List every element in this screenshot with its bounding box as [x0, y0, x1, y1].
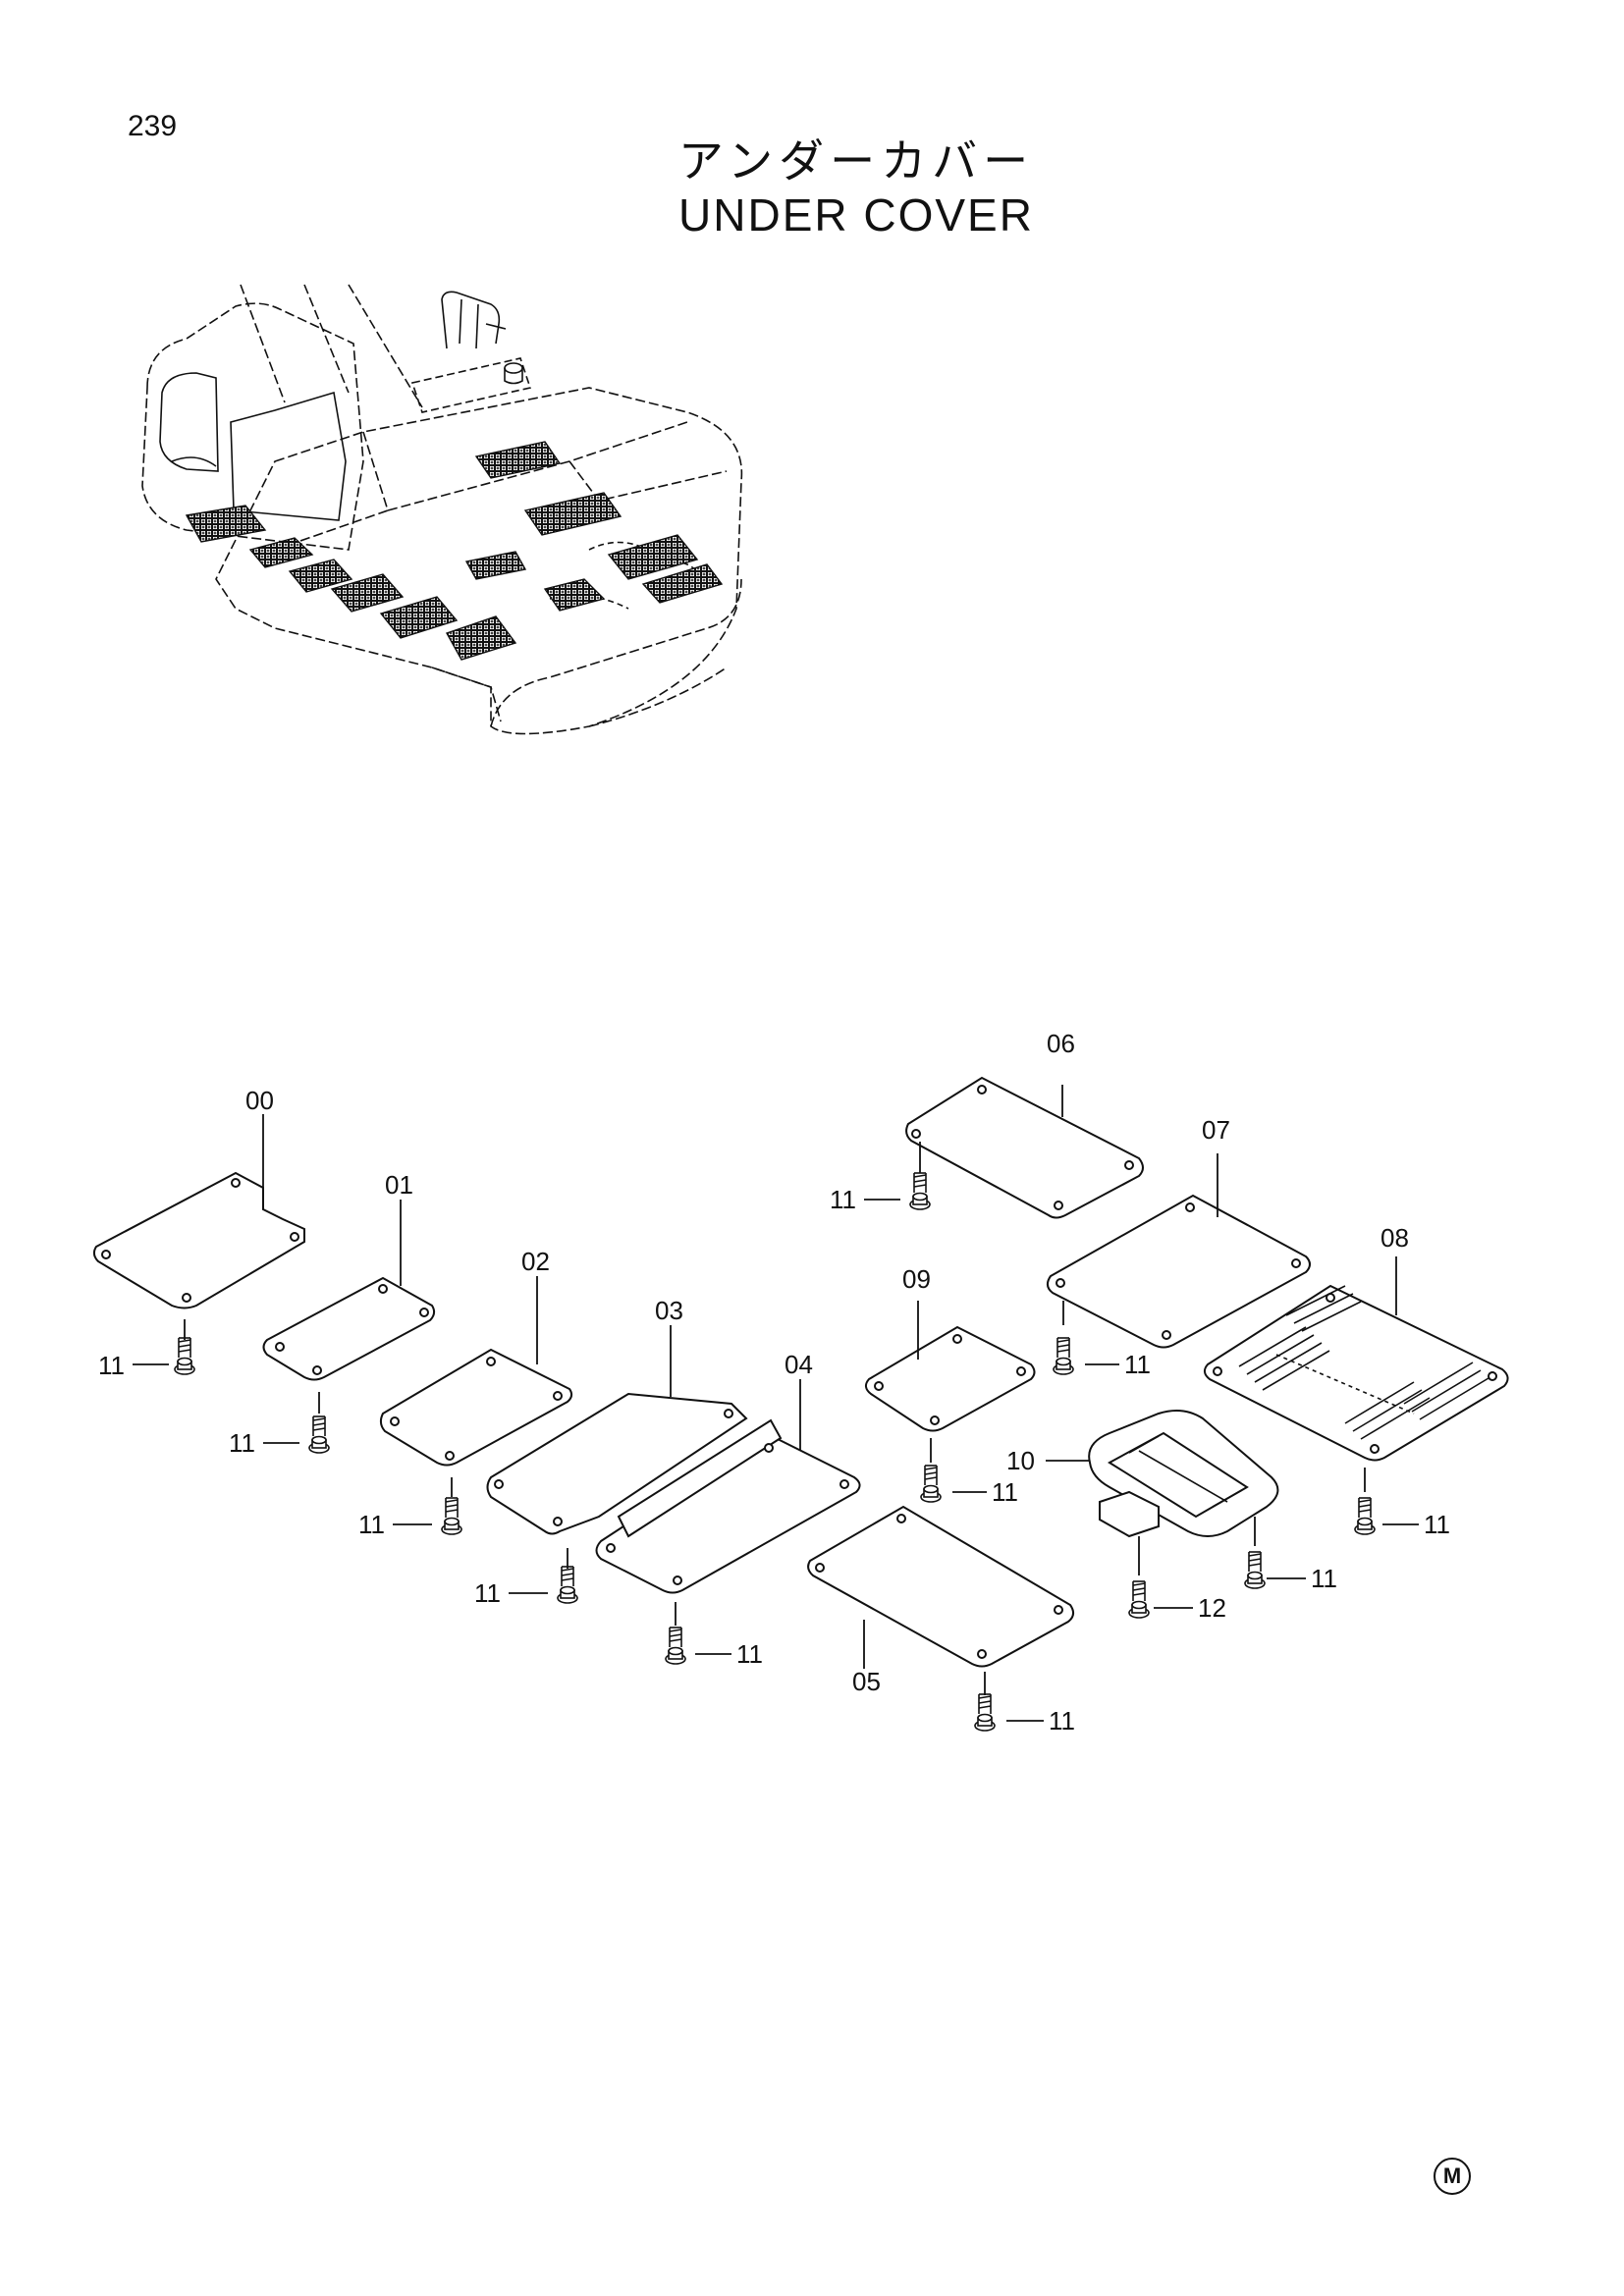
- panel-00: [92, 1171, 305, 1309]
- label-11: 11: [1424, 1510, 1450, 1539]
- label-08: 08: [1380, 1223, 1409, 1253]
- panel-02: [379, 1348, 573, 1467]
- panel-06: [905, 1076, 1144, 1219]
- bolt-11: [974, 1693, 996, 1732]
- excavator-overview: [141, 284, 743, 735]
- bolt-12: [1128, 1580, 1150, 1619]
- label-11: 11: [229, 1428, 255, 1458]
- label-11: 11: [830, 1185, 856, 1214]
- title-japanese: アンダーカバー: [677, 134, 1035, 187]
- label-10: 10: [1006, 1446, 1035, 1475]
- bolt-11: [308, 1415, 330, 1454]
- label-12: 12: [1198, 1593, 1226, 1623]
- label-03: 03: [655, 1296, 683, 1325]
- leader-lines: [133, 1085, 1419, 1722]
- label-00: 00: [245, 1086, 274, 1115]
- bolt-11: [920, 1465, 942, 1503]
- label-02: 02: [521, 1247, 550, 1276]
- bolt-11: [1244, 1551, 1266, 1589]
- label-11: 11: [474, 1578, 501, 1608]
- bolt-11: [909, 1172, 931, 1210]
- label-11: 11: [98, 1351, 125, 1380]
- label-11: 11: [736, 1639, 763, 1669]
- label-01: 01: [385, 1170, 413, 1200]
- label-11: 11: [358, 1510, 385, 1539]
- title-english: UNDER COVER: [678, 189, 1034, 240]
- panel-08-slots: [1238, 1285, 1489, 1440]
- panel-07: [1047, 1194, 1311, 1349]
- hatched-panels: [185, 441, 724, 661]
- counterweight: [490, 578, 742, 727]
- label-06: 06: [1047, 1029, 1075, 1058]
- label-05: 05: [852, 1667, 881, 1696]
- panel-08: [1204, 1284, 1509, 1462]
- corner-mark: M: [1434, 2158, 1471, 2195]
- label-11: 11: [992, 1477, 1018, 1507]
- boom: [240, 284, 423, 408]
- bolt-11: [1354, 1497, 1376, 1535]
- page-number: 239: [128, 110, 178, 142]
- part-10-bracket: [1099, 1490, 1160, 1538]
- bolt-11: [441, 1497, 462, 1535]
- label-11: 11: [1124, 1350, 1151, 1379]
- panel-04: [595, 1431, 861, 1594]
- label-04: 04: [785, 1350, 813, 1379]
- panel-09: [865, 1325, 1036, 1432]
- bolt-11: [665, 1627, 686, 1665]
- upper-body: [215, 387, 743, 735]
- handrail: [441, 291, 507, 349]
- label-09: 09: [902, 1264, 931, 1294]
- cab-outline: [141, 302, 364, 551]
- bolt-11: [174, 1337, 195, 1375]
- panel-03: [486, 1392, 748, 1535]
- label-11: 11: [1049, 1706, 1075, 1735]
- panel-01: [262, 1276, 436, 1381]
- bolt-11: [557, 1566, 578, 1604]
- label-11: 11: [1311, 1564, 1337, 1593]
- label-07: 07: [1202, 1115, 1230, 1145]
- panel-05: [807, 1505, 1074, 1668]
- cab-window-front: [159, 372, 219, 472]
- panels: [92, 1076, 1509, 1668]
- bolt-11: [1053, 1337, 1074, 1375]
